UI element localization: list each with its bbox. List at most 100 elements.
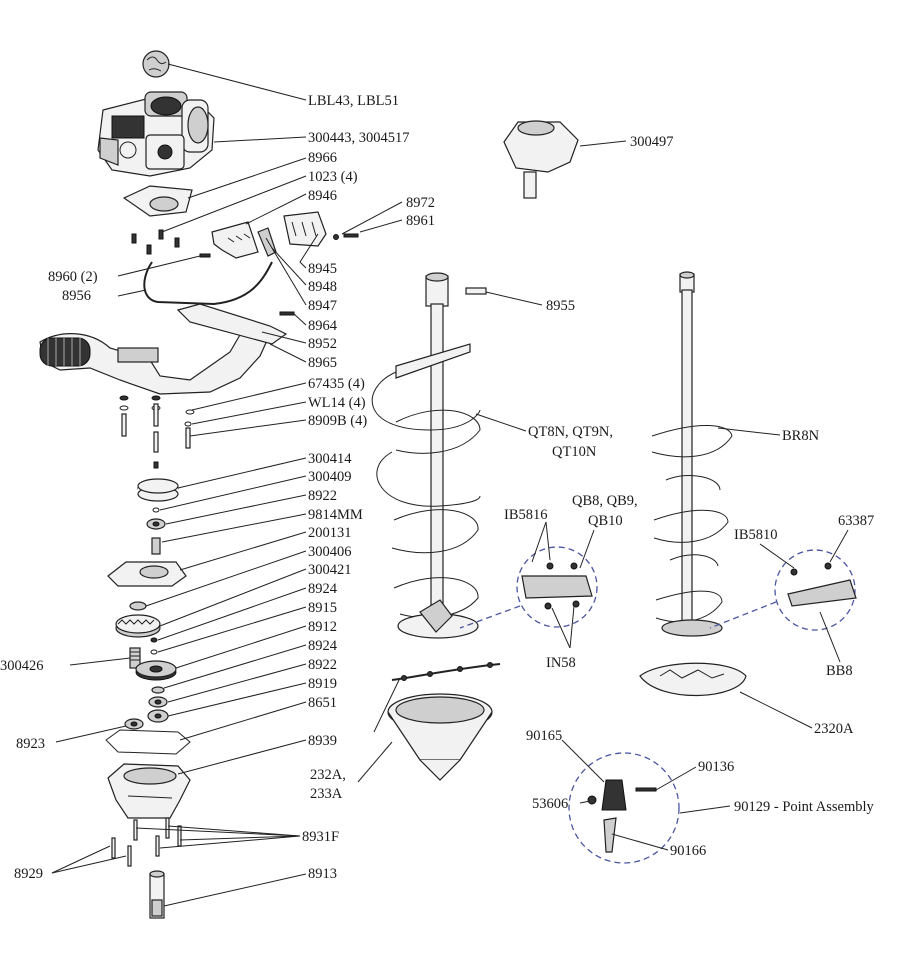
label-globe-part [142,50,170,78]
label-9814mm: 9814MM [308,507,363,523]
screw-8964 [279,311,295,316]
label-in58: IN58 [546,655,576,671]
blade-bb8-detail-circle [774,549,856,631]
trigger-8948 [257,227,277,257]
label-8651: 8651 [308,695,337,711]
label-300414: 300414 [308,451,352,467]
label-90166: 90166 [670,843,706,859]
label-1023: 1023 (4) [308,169,358,185]
cable-8651 [391,662,501,681]
bearing-8923 [124,718,144,730]
gear-8912 [135,660,177,681]
label-lbl43: LBL43, LBL51 [308,93,399,109]
label-8931f: 8931F [302,829,339,845]
washer-8924 [150,637,158,643]
label-8912: 8912 [308,619,337,635]
label-300497: 300497 [630,134,674,150]
pin-8972 [333,234,339,240]
label-qb-line2: QB10 [588,513,623,529]
nut-53606 [587,795,597,805]
label-8952: 8952 [308,336,337,352]
point-90165 [601,779,627,811]
connector-dash-qb [459,605,521,629]
label-63387: 63387 [838,513,874,529]
blade-detail-circle [516,546,598,628]
screws-1023 [131,229,180,255]
pin-90136 [635,787,657,792]
cover-200131 [107,561,187,587]
connector-dash-bb8 [709,601,777,629]
label-bb8: BB8 [826,663,853,679]
washer-300409 [152,507,160,513]
label-90129: 90129 - Point Assembly [734,799,875,815]
label-8964: 8964 [308,318,338,334]
ring-8915 [150,649,158,655]
label-8972: 8972 [406,195,435,211]
label-8947: 8947 [308,298,337,314]
ring-300414 [137,478,179,502]
label-8922a: 8922 [308,488,337,504]
housing-8939 [107,763,191,819]
label-233a: 233A [310,786,343,802]
bearing-300406 [129,601,147,611]
label-8913: 8913 [308,866,337,882]
label-8929: 8929 [14,866,43,882]
fitting-9814mm [151,537,161,555]
label-ib5810: IB5810 [734,527,778,543]
label-232a: 232A, [310,767,346,783]
screw-8955 [465,287,487,295]
label-qt-line2: QT10N [552,444,597,460]
hardware-67435-wl14-8909b [119,395,195,469]
shaft-8913 [149,870,165,919]
label-qt-line1: QT8N, QT9N, [528,424,613,440]
label-90136: 90136 [698,759,734,775]
label-90165: 90165 [526,728,562,744]
auger-br [651,271,733,637]
label-8960: 8960 (2) [48,269,98,285]
label-8922b: 8922 [308,657,337,673]
bearing-8922b [148,696,168,708]
label-8945: 8945 [308,261,337,277]
handlebar-8952 [39,303,288,395]
bearing-8919 [147,709,169,723]
label-53606: 53606 [532,796,568,812]
label-8965: 8965 [308,355,337,371]
screw-8960 [199,253,211,258]
label-engine: 300443, 3004517 [308,130,410,146]
label-8939: 8939 [308,733,337,749]
gasket [105,729,191,755]
engine-part [97,91,215,177]
label-8966: 8966 [308,150,337,166]
part-labels: LBL43, LBL51 300443, 3004517 300497 8966… [0,93,875,882]
label-wl14: WL14 (4) [308,395,366,411]
label-br8n: BR8N [782,428,820,444]
gearbox-300497 [503,120,579,199]
label-ib5816: IB5816 [504,507,548,523]
bracket-8946 [211,221,259,259]
label-8923: 8923 [16,736,45,752]
point-90166 [603,817,617,853]
tray-2320a [639,662,747,697]
label-8919: 8919 [308,676,337,692]
cable-8956 [143,261,273,306]
gear-300421 [115,614,161,638]
leader-lines [51,63,849,907]
label-300406: 300406 [308,544,352,560]
label-300409: 300409 [308,469,352,485]
label-300426: 300426 [0,658,44,674]
label-8924b: 8924 [308,638,338,654]
label-8961: 8961 [406,213,435,229]
label-200131: 200131 [308,525,352,541]
handle-cover-8945 [283,211,327,247]
label-2320a: 2320A [814,721,854,737]
label-67435: 67435 (4) [308,376,365,392]
label-8924a: 8924 [308,581,338,597]
label-8915: 8915 [308,600,337,616]
auger-qt [371,272,481,639]
funnel-232a [387,693,493,781]
blade-bb8 [787,562,857,607]
label-8909b: 8909B (4) [308,413,367,429]
washer-8924b [151,686,165,694]
label-300421: 300421 [308,562,352,578]
